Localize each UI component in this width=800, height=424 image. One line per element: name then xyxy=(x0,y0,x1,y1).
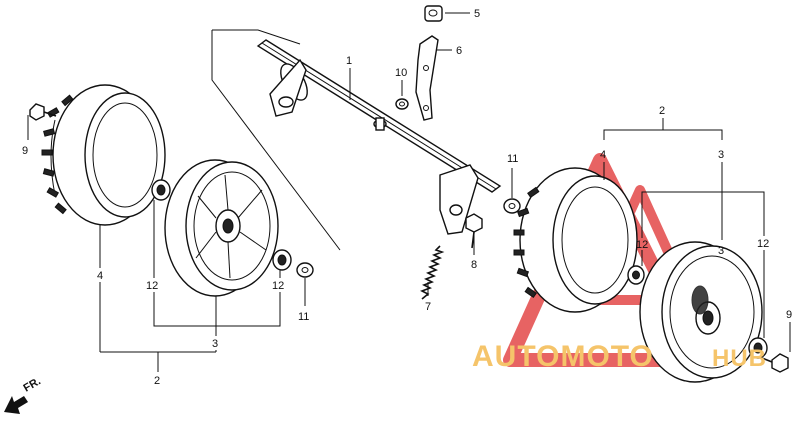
callout-11-right: 11 xyxy=(507,153,518,165)
callout-8: 8 xyxy=(471,259,477,271)
bearing-right-2 xyxy=(748,337,768,359)
bolt-9-left xyxy=(29,103,57,121)
callout-3-right-b: 3 xyxy=(718,245,724,257)
axle-shaft xyxy=(256,39,502,235)
nut-10 xyxy=(395,98,409,110)
callout-9-right: 9 xyxy=(786,309,792,321)
left-wheel xyxy=(164,159,279,297)
right-wheel xyxy=(639,241,763,383)
watermark-word-2: HUB xyxy=(712,345,767,372)
bolt-9-right xyxy=(761,353,789,373)
bearing-left-1 xyxy=(151,179,171,201)
callout-12-right-1: 12 xyxy=(636,239,648,251)
callout-labels: 1 5 6 10 11 11 8 7 9 4 12 12 3 2 2 4 3 1… xyxy=(22,8,792,387)
callout-3-right-a: 3 xyxy=(718,149,724,161)
bearing-left-2 xyxy=(272,249,292,271)
front-arrow-icon xyxy=(4,396,28,414)
callout-1: 1 xyxy=(346,55,352,67)
washer-11-right xyxy=(503,198,521,214)
callout-4-right: 4 xyxy=(600,149,606,161)
callout-2-top: 2 xyxy=(659,105,665,117)
callout-2-bottom: 2 xyxy=(154,375,160,387)
callout-12-right-2: 12 xyxy=(757,238,769,250)
washer-11-mid xyxy=(296,262,314,278)
cap xyxy=(424,5,443,22)
height-bracket xyxy=(415,35,439,121)
leader-lines xyxy=(27,12,791,372)
front-label: FR. xyxy=(22,375,43,394)
callout-10: 10 xyxy=(395,67,407,79)
bolt-8 xyxy=(465,213,483,249)
callout-3-left: 3 xyxy=(212,338,218,350)
callout-12-left-1: 12 xyxy=(146,280,158,292)
callout-12-left-2: 12 xyxy=(272,280,284,292)
callout-7: 7 xyxy=(425,301,431,313)
left-tire xyxy=(41,84,166,226)
right-tire xyxy=(513,167,638,313)
watermark-word: AUTOMOTO xyxy=(472,340,654,373)
callout-5: 5 xyxy=(474,8,480,20)
spring xyxy=(420,245,445,300)
callout-6: 6 xyxy=(456,45,462,57)
callout-4-left: 4 xyxy=(97,270,103,282)
front-indicator: FR. xyxy=(4,375,43,414)
bearing-right-1 xyxy=(627,265,645,285)
callout-11-mid: 11 xyxy=(298,311,309,323)
callout-9-left: 9 xyxy=(22,145,28,157)
watermark-text: AUTOMOTO HUB xyxy=(472,340,767,373)
